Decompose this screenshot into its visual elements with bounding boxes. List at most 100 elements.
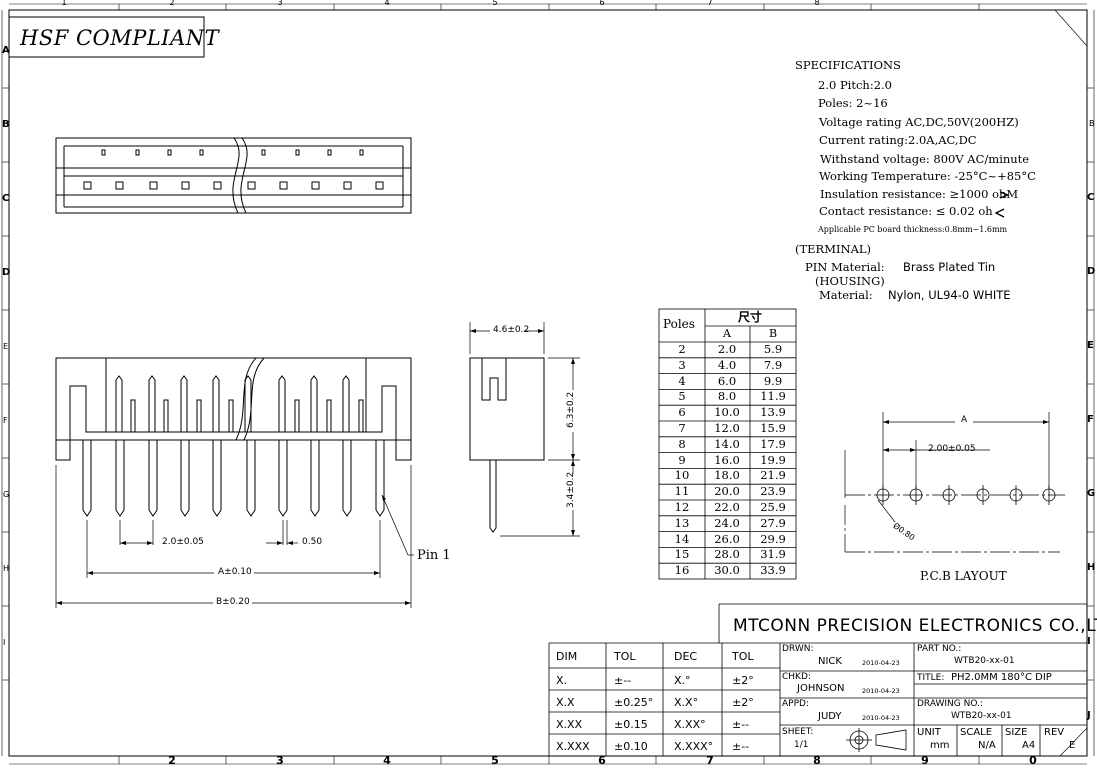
pole-table-cell: 10 — [674, 468, 690, 483]
pole-table-cell: 13 — [674, 515, 690, 530]
frame-col-label: 5 — [491, 754, 499, 767]
tolerance-cell: X.XX° — [674, 718, 706, 731]
tolerance-header: DEC — [674, 650, 698, 663]
dim-height-lower: 3.4±0.2 — [566, 471, 576, 508]
tolerance-header: DIM — [556, 650, 578, 663]
pole-table-cell: 2.0 — [717, 342, 737, 356]
frame-right-ticks — [1087, 87, 1094, 681]
unit-value: mm — [930, 740, 950, 751]
dim-a: A±0.10 — [218, 567, 252, 577]
frame-row-label: E — [1087, 340, 1094, 351]
pole-table-cell: 9.9 — [763, 373, 783, 388]
pole-table-cell: 12.0 — [714, 421, 740, 435]
frame-row-label: I — [1087, 636, 1091, 647]
frame-row-label: I — [3, 638, 6, 647]
frame-row-label: H — [1087, 562, 1096, 573]
pole-table-cell: 16.0 — [714, 452, 740, 467]
unit-label: UNIT — [917, 727, 941, 738]
pcb-layout-drawing — [844, 412, 1065, 553]
pole-table-header-a: A — [723, 327, 731, 340]
sheet-value: 1/1 — [794, 740, 809, 750]
tolerance-cell: X.XXX — [556, 740, 590, 753]
tolerance-header: TOL — [732, 650, 754, 663]
pole-table-header-poles: Poles — [663, 317, 695, 331]
dim-b: B±0.20 — [216, 597, 250, 607]
pole-table-cell: 28.0 — [714, 547, 740, 562]
pcb-pitch: 2.00±0.05 — [928, 444, 976, 454]
pole-table-cell: 2 — [678, 342, 686, 356]
pole-table-cell: 9 — [678, 452, 686, 467]
pole-table-cell: 14 — [674, 531, 690, 546]
sheet-label: SHEET: — [782, 727, 814, 737]
spec-line: Voltage rating AC,DC,50V(200HZ) — [819, 115, 1019, 129]
approved-date: 2010-04-23 — [862, 714, 900, 722]
tolerance-cell: X.XXX° — [674, 740, 714, 753]
tolerance-cell: X. — [556, 674, 568, 687]
frame-row-label: E — [3, 342, 9, 351]
tolerance-cell: ±0.10 — [614, 740, 648, 753]
company-name: MTCONN PRECISION ELECTRONICS CO.,LTD — [733, 616, 1097, 636]
pole-table-cell: 8.0 — [717, 389, 737, 404]
specifications-title: SPECIFICATIONS — [795, 58, 901, 72]
spec-line: Applicable PC board thickness:0.8mm~1.6m… — [818, 225, 1008, 234]
pole-table-cell: 6.0 — [717, 373, 737, 388]
checked-date: 2010-04-23 — [862, 687, 900, 695]
pole-table-cell: 10.0 — [714, 405, 740, 420]
tolerance-header: TOL — [614, 650, 636, 663]
pole-table-cell: 11 — [674, 484, 690, 499]
frame-col-label: 6 — [599, 0, 605, 7]
pole-table-header-size: 尺寸 — [737, 310, 763, 324]
frame-col-label: 3 — [276, 754, 284, 767]
frame-row-label: A — [2, 45, 10, 56]
pole-table-cell: 16 — [674, 563, 690, 578]
spec-line: Withstand voltage: 800V AC/minute — [820, 152, 1030, 166]
pole-table-cell: 8 — [678, 436, 686, 451]
frame-row-label: C — [2, 193, 10, 204]
pole-table-cell: 15.9 — [760, 421, 786, 435]
housing-material-label: Material: — [819, 288, 873, 302]
pole-table-cell: 7 — [678, 421, 686, 435]
tolerance-cell: ±0.15 — [614, 718, 648, 731]
frame-col-label: 9 — [921, 754, 929, 767]
pole-table-cell: 12 — [674, 500, 690, 514]
tolerance-cell: ±-- — [732, 740, 750, 753]
frame-col-label: 4 — [384, 0, 390, 7]
part-no-label: PART NO.: — [917, 644, 962, 654]
tolerance-cell: X.X — [556, 696, 575, 709]
terminal-heading: (TERMINAL) — [795, 242, 872, 256]
frame-col-label: 1 — [61, 0, 67, 7]
pole-table-cell: 3 — [678, 357, 686, 372]
pin-material-value: Brass Plated Tin — [903, 260, 996, 274]
title-label: TITLE: — [917, 673, 945, 683]
checked-label: CHKD: — [782, 672, 811, 682]
frame-col-label: 2 — [169, 0, 175, 7]
size-value: A4 — [1022, 740, 1036, 751]
frame-col-label: 3 — [277, 0, 283, 7]
drawing-no-label: DRAWING NO.: — [917, 699, 983, 709]
checked-name: JOHNSON — [797, 683, 845, 694]
dim-pitch-front: 2.0±0.05 — [162, 537, 204, 547]
frame-col-label: 7 — [706, 754, 714, 767]
tolerance-cell: X.X° — [674, 696, 699, 709]
pole-table-cell: 14.0 — [714, 436, 740, 451]
pole-table-cell: 20.0 — [714, 484, 740, 499]
part-no-value: WTB20-xx-01 — [954, 656, 1015, 666]
drawn-label: DRWN: — [782, 644, 814, 654]
tolerance-cell: ±0.25° — [614, 696, 654, 709]
pole-table-cell: 4 — [678, 373, 686, 388]
spec-line: Insulation resistance: ≥1000 ohM — [820, 187, 1019, 201]
pole-table-cell: 5.9 — [763, 342, 783, 356]
frame-col-label: 2 — [168, 754, 176, 767]
frame-row-label: B — [1089, 119, 1095, 128]
size-label: SIZE — [1005, 727, 1028, 738]
tolerance-cell: ±2° — [732, 696, 754, 709]
pole-table-cell: 25.9 — [760, 500, 786, 514]
pole-table-cell: 17.9 — [760, 436, 786, 451]
spec-line: Contact resistance: ≤ 0.02 oh — [819, 204, 993, 218]
pole-table-cell: 23.9 — [760, 484, 786, 499]
hsf-compliant-label: HSF COMPLIANT — [20, 26, 220, 50]
frame-row-label: D — [1087, 266, 1096, 277]
pole-table-cell: 18.0 — [714, 468, 740, 483]
frame-row-label: G — [1087, 488, 1096, 499]
pcb-dim-a: A — [961, 415, 968, 425]
